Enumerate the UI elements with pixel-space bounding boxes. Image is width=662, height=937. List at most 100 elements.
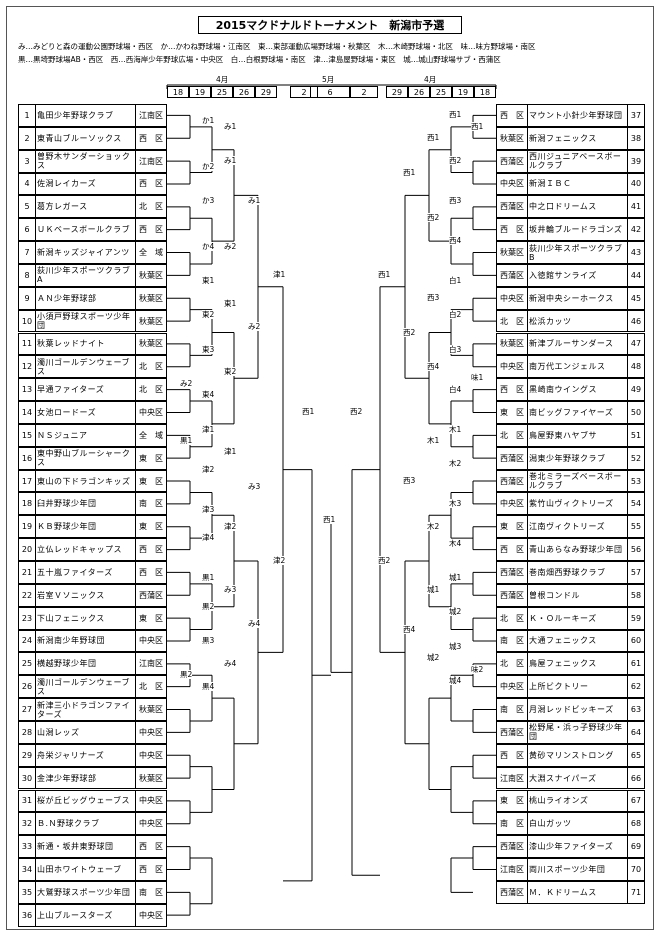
- team-area: 江南区: [135, 149, 167, 173]
- team-area: 東 区: [135, 606, 167, 630]
- venue-label-right: 西2: [403, 327, 416, 337]
- venue-label-left: 東2: [224, 367, 237, 377]
- team-number: 56: [627, 538, 645, 561]
- venue-label-right: 西1: [471, 121, 484, 131]
- team-number: 47: [627, 332, 645, 356]
- team-area: 江南区: [135, 104, 167, 127]
- team-number: 52: [627, 446, 645, 470]
- venue-label-right: 白2: [449, 310, 462, 320]
- team-area: 中央区: [135, 401, 167, 424]
- team-number: 49: [627, 378, 645, 402]
- team-area: 北 区: [135, 675, 167, 699]
- venue-label-final: 西1: [323, 515, 336, 524]
- team-number: 43: [627, 241, 645, 264]
- venue-label-right: 木3: [449, 498, 462, 508]
- venue-label-right: 西2: [427, 213, 440, 223]
- date-cell: 2: [350, 86, 378, 98]
- team-area: 中央区: [135, 629, 167, 653]
- date-cell: 2: [290, 86, 318, 98]
- team-number: 68: [627, 812, 645, 836]
- venue-label-left: み2: [248, 321, 261, 331]
- team-area: 秋葉区: [135, 332, 167, 356]
- venue-label-left: 津4: [202, 533, 215, 543]
- team-number: 67: [627, 789, 645, 813]
- venue-label-left: 津2: [273, 556, 286, 565]
- date-cell: 25: [430, 86, 452, 98]
- venue-label-right: 西2: [378, 556, 391, 565]
- bracket-sheet: [6, 6, 654, 930]
- venue-label-left: 津1: [202, 424, 215, 434]
- team-number: 57: [627, 561, 645, 584]
- venue-label-right: 西3: [449, 196, 462, 206]
- team-number: 40: [627, 172, 645, 196]
- team-number: 66: [627, 766, 645, 790]
- date-cell: 29: [386, 86, 408, 98]
- venue-label-left: 津2: [202, 464, 215, 474]
- date-cell: 6: [310, 86, 350, 98]
- venue-label-right: 木4: [449, 538, 462, 548]
- team-number: 45: [627, 286, 645, 310]
- venue-label-right: 西2: [449, 156, 462, 166]
- team-number: 71: [627, 880, 645, 904]
- venue-label-left: 東4: [202, 390, 215, 400]
- venue-label-right: 西1: [378, 270, 391, 280]
- venue-label-right: 城1: [449, 573, 462, 583]
- venue-label-left: 西1: [302, 407, 315, 417]
- team-area: 秋葉区: [135, 309, 167, 333]
- date-cell: 18: [474, 86, 496, 98]
- venue-label-left: か2: [202, 161, 215, 171]
- team-number: 65: [627, 743, 645, 767]
- team-number: 62: [627, 675, 645, 699]
- date-cell: 19: [189, 86, 211, 98]
- venue-label-left: 津1: [224, 447, 237, 457]
- team-area: 全 域: [135, 241, 167, 264]
- team-area: 秋葉区: [135, 286, 167, 310]
- month-label: 4月: [424, 75, 437, 84]
- team-number: 61: [627, 652, 645, 676]
- venue-label-left: 津1: [273, 270, 286, 280]
- venue-label-left: 黒2: [202, 601, 215, 611]
- venue-label-right: 西4: [427, 361, 440, 371]
- venue-label-right: 城2: [427, 653, 440, 663]
- team-number: 46: [627, 309, 645, 333]
- venue-label-left: み2: [224, 241, 237, 251]
- venue-label-left: み4: [224, 658, 237, 668]
- team-number: 41: [627, 195, 645, 219]
- venue-label-right: 白3: [449, 344, 462, 354]
- team-number: 44: [627, 263, 645, 287]
- team-area: 中央区: [135, 720, 167, 744]
- team-area: 秋葉区: [135, 766, 167, 790]
- team-number: 48: [627, 355, 645, 379]
- venue-label-right: 城4: [449, 675, 462, 685]
- date-cell: 18: [167, 86, 189, 98]
- venue-legend-line-1: み…みどりと森の運動公園野球場・西区 か…かわね野球場・江南区 東…東部運動広場…: [18, 42, 536, 51]
- team-number: 58: [627, 583, 645, 607]
- venue-label-left: み2: [180, 378, 193, 388]
- venue-label-right: 西1: [427, 133, 440, 143]
- venue-label-right: 味1: [471, 373, 484, 383]
- venue-label-left: 黒1: [202, 573, 215, 583]
- venue-label-left: 黒1: [180, 436, 193, 446]
- team-number: 70: [627, 858, 645, 881]
- venue-label-right: 西3: [427, 293, 440, 303]
- venue-legend-line-2: 黒…黒埼野球場AB・西区 西…西海岸少年野球広場・中央区 白…白根野球場・南区 …: [18, 55, 501, 64]
- team-area: 西 区: [135, 561, 167, 584]
- venue-label-left: か3: [202, 196, 215, 206]
- team-area: 西 区: [135, 858, 167, 881]
- team-number: 51: [627, 423, 645, 447]
- team-number: 60: [627, 629, 645, 653]
- team-area: 北 区: [135, 355, 167, 379]
- venue-label-left: み1: [248, 196, 261, 206]
- venue-label-left: み3: [224, 584, 237, 594]
- date-cell: 19: [452, 86, 474, 98]
- venue-label-left: 津3: [202, 504, 215, 514]
- team-area: 北 区: [135, 378, 167, 402]
- venue-label-left: か1: [202, 116, 215, 126]
- team-number: 38: [627, 126, 645, 150]
- venue-label-right: 味2: [471, 664, 484, 674]
- team-area: 東 区: [135, 515, 167, 539]
- team-area: 東 区: [135, 469, 167, 493]
- page-title: 2015マクドナルドトーナメント 新潟市予選: [198, 16, 462, 34]
- venue-label-right: 西2: [350, 407, 363, 417]
